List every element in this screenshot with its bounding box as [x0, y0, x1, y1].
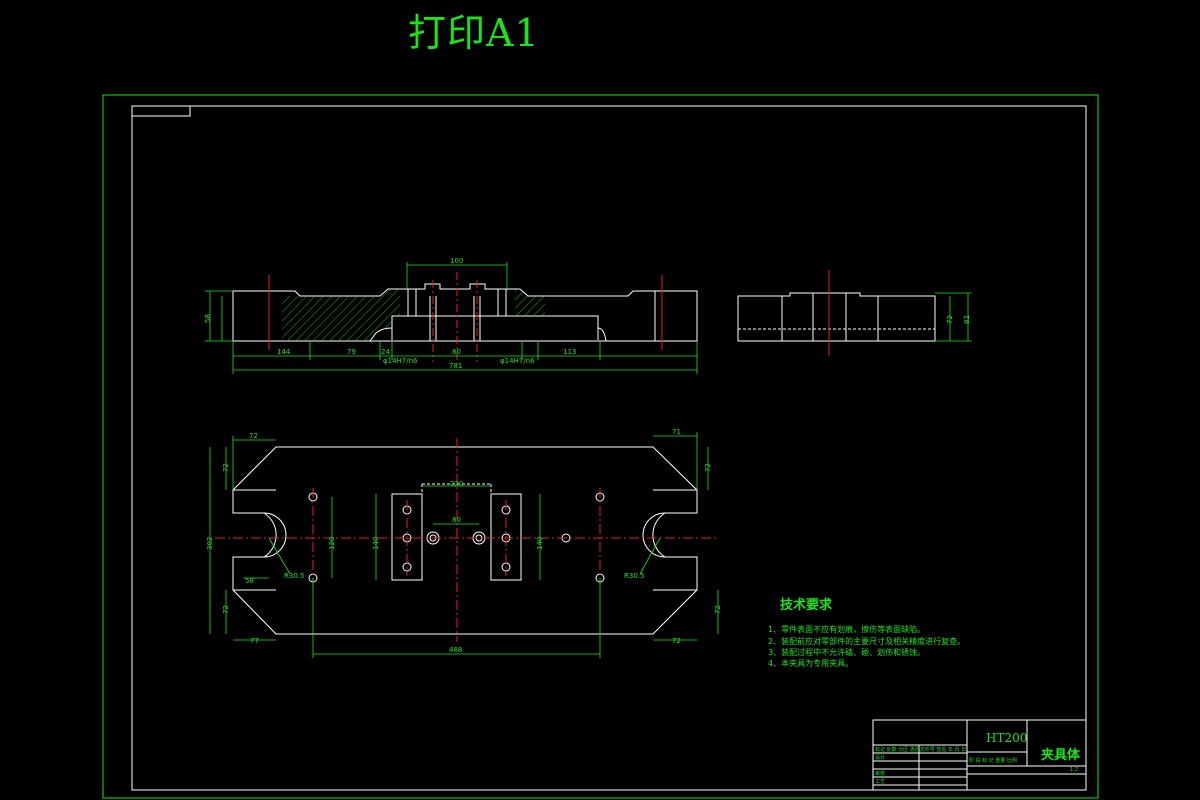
svg-text:100: 100 — [450, 257, 463, 265]
svg-text:82: 82 — [963, 315, 971, 324]
svg-text:24: 24 — [381, 348, 390, 356]
section-hatch-right — [515, 289, 545, 316]
svg-text:80: 80 — [452, 516, 461, 524]
tech-requirements-title: 技术要求 — [780, 598, 833, 613]
svg-text:113: 113 — [563, 348, 576, 356]
stage-labels: 阶 段 标 记 重量 比例 — [969, 758, 1017, 764]
svg-text:72: 72 — [672, 637, 681, 645]
plan-dimensions — [209, 432, 719, 658]
svg-text:71: 71 — [672, 428, 681, 436]
svg-text:77: 77 — [250, 637, 259, 645]
title-block-row: 标记 处数 分区 更改文件号 签名 年 月 日 — [875, 747, 967, 753]
svg-text:488: 488 — [449, 646, 462, 654]
svg-text:144: 144 — [277, 348, 291, 356]
title-block-row: 审核 — [875, 771, 886, 777]
svg-text:140: 140 — [536, 537, 544, 550]
tech-requirement-item: 1、零件表面不应有划痕，擦伤等表面缺陷。 — [768, 625, 926, 634]
svg-text:79: 79 — [347, 348, 356, 356]
side-view — [737, 292, 936, 342]
front-centerlines — [268, 272, 663, 365]
svg-text:781: 781 — [449, 362, 462, 370]
svg-text:58: 58 — [204, 314, 212, 323]
tech-requirement-item: 2、装配前应对零部件的主要尺寸及相关精度进行复查。 — [768, 637, 966, 646]
title-block — [872, 719, 1087, 791]
svg-text:R30.5: R30.5 — [624, 572, 644, 580]
svg-text:220: 220 — [450, 480, 463, 488]
svg-text:72: 72 — [249, 432, 258, 440]
svg-text:120: 120 — [328, 537, 336, 550]
outer-border — [102, 94, 1099, 799]
plan-centerlines — [215, 438, 718, 642]
svg-text:72: 72 — [222, 605, 230, 614]
front-dimensions — [205, 262, 698, 374]
inner-border — [131, 105, 1087, 791]
svg-text:302: 302 — [206, 537, 214, 550]
svg-text:φ14H7/n6: φ14H7/n6 — [500, 357, 535, 365]
svg-text:72: 72 — [704, 463, 712, 472]
tech-requirement-item: 4、本夹具为专用夹具。 — [768, 659, 854, 668]
svg-text:72: 72 — [714, 605, 722, 614]
svg-text:58: 58 — [245, 577, 254, 585]
tech-requirement-item: 3、装配过程中不允许磕、碰、划伤和锈蚀。 — [768, 648, 926, 657]
drawing-title: 打印A1 — [408, 11, 540, 55]
title-block-row: 工艺 — [875, 779, 886, 785]
corner-box — [131, 105, 191, 117]
svg-text:72: 72 — [222, 463, 230, 472]
front-dim-labels: 100 144 79 24 80 113 781 φ14H7/n6 φ14H7/… — [204, 257, 576, 370]
section-hatch — [282, 289, 400, 341]
svg-text:140: 140 — [372, 537, 380, 550]
scale-label: 1:2 — [1070, 767, 1079, 773]
svg-text:80: 80 — [452, 348, 461, 356]
plan-dim-labels: 72 71 72 72 72 72 77 72 220 80 488 58 12… — [206, 428, 722, 654]
svg-text:72: 72 — [946, 315, 954, 324]
svg-text:R30.5: R30.5 — [284, 572, 304, 580]
plan-view — [232, 446, 698, 635]
title-block-row: 设计 — [875, 755, 886, 761]
part-name-label: 夹具体 — [1041, 748, 1081, 763]
svg-text:φ14H7/n6: φ14H7/n6 — [383, 357, 418, 365]
side-dimensions — [935, 292, 972, 342]
material-label: HT200 — [986, 731, 1028, 745]
